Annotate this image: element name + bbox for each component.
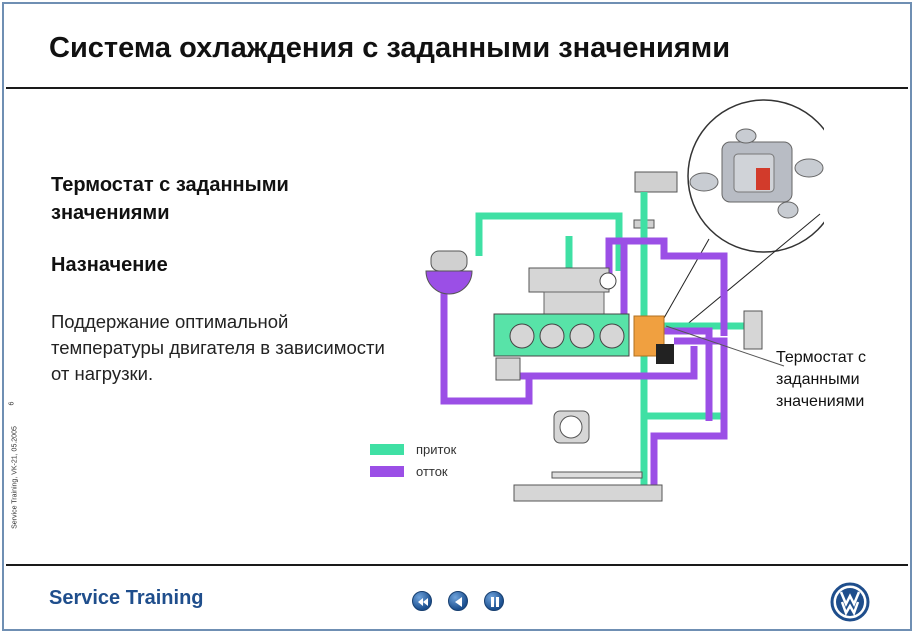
return-pipes xyxy=(440,237,728,491)
rewind-icon xyxy=(418,598,428,606)
pause-icon xyxy=(491,597,499,607)
thermostat-callout: Термостат с заданными значениями xyxy=(776,347,906,413)
description-line2: температуры двигателя в зависимости xyxy=(51,337,385,358)
footer-divider xyxy=(6,564,908,566)
legend-label-supply: приток xyxy=(416,441,457,457)
engine-block xyxy=(493,267,630,381)
thermostat-heading-line2: значениями xyxy=(51,202,170,224)
vw-logo-icon xyxy=(830,582,870,622)
purpose-description: Поддержание оптимальной температуры двиг… xyxy=(51,309,451,387)
legend-swatch-supply xyxy=(370,443,404,455)
legend-item-return: отток xyxy=(370,460,456,482)
thermostat-detail-bubble xyxy=(663,99,824,332)
legend: приток отток xyxy=(370,438,456,482)
description-line1: Поддержание оптимальной xyxy=(51,311,289,332)
callout-line3: значениями xyxy=(776,393,865,410)
header-divider xyxy=(6,87,908,89)
side-caption: Service Training, VK-21, 05.2005 xyxy=(11,426,19,529)
thermostat xyxy=(633,315,674,364)
description-line3: от нагрузки. xyxy=(51,363,154,384)
thermostat-heading: Термостат с заданными значениями xyxy=(51,171,381,227)
expansion-tank xyxy=(425,250,473,295)
purpose-heading: Назначение xyxy=(51,254,168,276)
callout-line2: заданными xyxy=(776,371,860,388)
footer-brand: Service Training xyxy=(49,587,204,609)
back-button[interactable] xyxy=(448,591,468,611)
page-number: 6 xyxy=(8,401,16,406)
slide-title: Система охлаждения с заданными значениям… xyxy=(49,32,731,64)
legend-item-supply: приток xyxy=(370,438,456,460)
callout-line1: Термостат с xyxy=(776,349,867,366)
pause-button[interactable] xyxy=(484,591,504,611)
thermostat-heading-line1: Термостат с заданными xyxy=(51,174,289,196)
legend-swatch-return xyxy=(370,465,404,477)
rewind-button[interactable] xyxy=(412,591,432,611)
back-icon xyxy=(455,597,462,607)
cooling-system-diagram xyxy=(425,99,824,502)
legend-label-return: отток xyxy=(416,463,448,479)
